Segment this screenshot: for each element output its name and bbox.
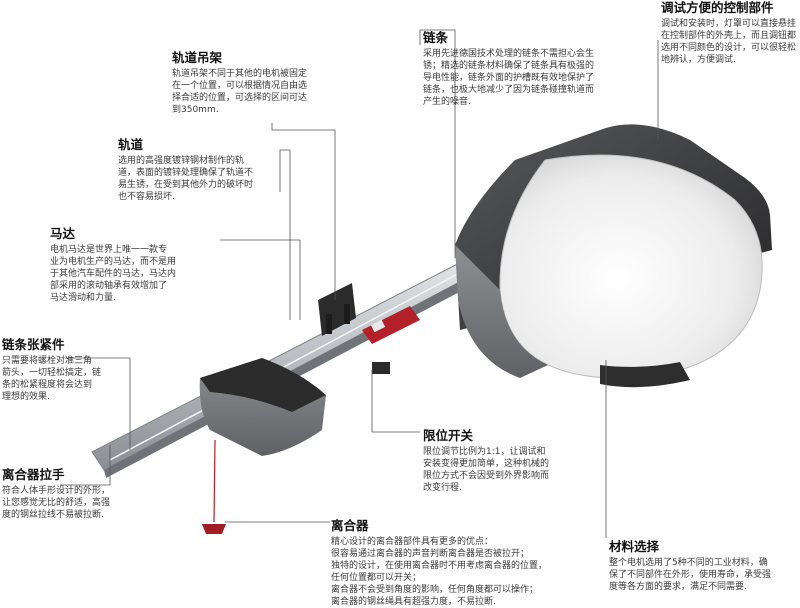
callout-release-handle-title: 离合器拉手 [2,467,65,482]
callout-motor: 马达 电机马达是世界上唯一一款专 业为电机生产的马达，而不是用 于其他汽车配件的… [50,226,190,304]
callout-limit-switch: 限位开关 限位调节比例为1:1，让调试和 安装变得更加简单，这种机械的 限位方式… [423,428,573,494]
callout-chain: 链条 采用先进德国技术处理的链条不需担心会生 锈；精选的链条材料确保了链条具有极… [423,30,613,108]
callout-tensioner-body: 只需要将螺栓对准三角 箭头，一切轻松搞定，链 条的松紧程度将会达到 理想的效果. [2,356,102,402]
limit-switch [372,362,390,374]
callout-clutch: 离合器 精心设计的离合器部件具有更多的优点： 很容易通过离合器的声音判断离合器是… [331,518,581,608]
callout-material-body: 整个电机选用了5种不同的工业材料，确 保了不同部件在外形，使用寿命，承受强 度等… [609,558,772,592]
callout-rail-hanger-body: 轨道吊架不同于其他的电机被固定 在一个位置，可以根据情况自由选 择合适的位置，可… [172,69,308,115]
callout-rail-title: 轨道 [118,137,144,152]
callout-rail-hanger-title: 轨道吊架 [172,50,223,65]
callout-rail: 轨道 选用的高强度镀锌钢材制作的轨 道，表面的镀锌处理确保了轨道不 易生锈，在受… [118,137,278,203]
rail-hanger-bracket [318,283,356,336]
callout-material-title: 材料选择 [609,539,660,554]
callout-control: 调试方便的控制部件 调试和安装时，灯罩可以直接悬挂 在控制部件的外壳上，而且调钮… [661,0,800,66]
callout-release-handle-body: 符合人体手形设计的外形， 让您感觉无比的舒适，高强 度的钢丝拉线不易被拉断. [2,486,111,520]
callout-chain-body: 采用先进德国技术处理的链条不需担心会生 锈；精选的链条材料确保了链条具有极强的 … [423,49,595,107]
callout-release-handle: 离合器拉手 符合人体手形设计的外形， 让您感觉无比的舒适，高强 度的钢丝拉线不易… [2,467,132,521]
callout-rail-hanger: 轨道吊架 轨道吊架不同于其他的电机被固定 在一个位置，可以根据情况自由选 择合适… [172,50,342,116]
callout-motor-title: 马达 [50,226,76,241]
callout-material: 材料选择 整个电机选用了5种不同的工业材料，确 保了不同部件在外形，使用寿命，承… [609,539,799,593]
callout-limit-switch-body: 限位调节比例为1:1，让调试和 安装变得更加简单，这种机械的 限位方式不会因受到… [423,447,550,493]
callout-control-body: 调试和安装时，灯罩可以直接悬挂 在控制部件的外壳上，而且调钮都 选用不同颜色的设… [661,19,797,65]
callout-tensioner: 链条张紧件 只需要将螺栓对准三角 箭头，一切轻松搞定，链 条的松紧程度将会达到 … [2,337,112,403]
leader-lines [60,29,659,538]
motor-housing [455,124,772,388]
callout-rail-body: 选用的高强度镀锌钢材制作的轨 道，表面的镀锌处理确保了轨道不 易生锈，在受到其他… [118,156,254,202]
chain-tensioner [362,306,420,344]
callout-motor-body: 电机马达是世界上唯一一款专 业为电机生产的马达，而不是用 于其他汽车配件的马达，… [50,245,177,303]
callout-clutch-body: 精心设计的离合器部件具有更多的优点： 很容易通过离合器的声音判断离合器是否被拉开… [331,537,548,607]
callout-limit-switch-title: 限位开关 [423,428,474,443]
callout-control-title: 调试方便的控制部件 [661,0,774,15]
callout-clutch-title: 离合器 [331,518,369,533]
release-handle [202,439,226,534]
callout-tensioner-title: 链条张紧件 [2,337,65,352]
front-pulley-block [199,358,326,456]
callout-chain-title: 链条 [423,30,449,45]
